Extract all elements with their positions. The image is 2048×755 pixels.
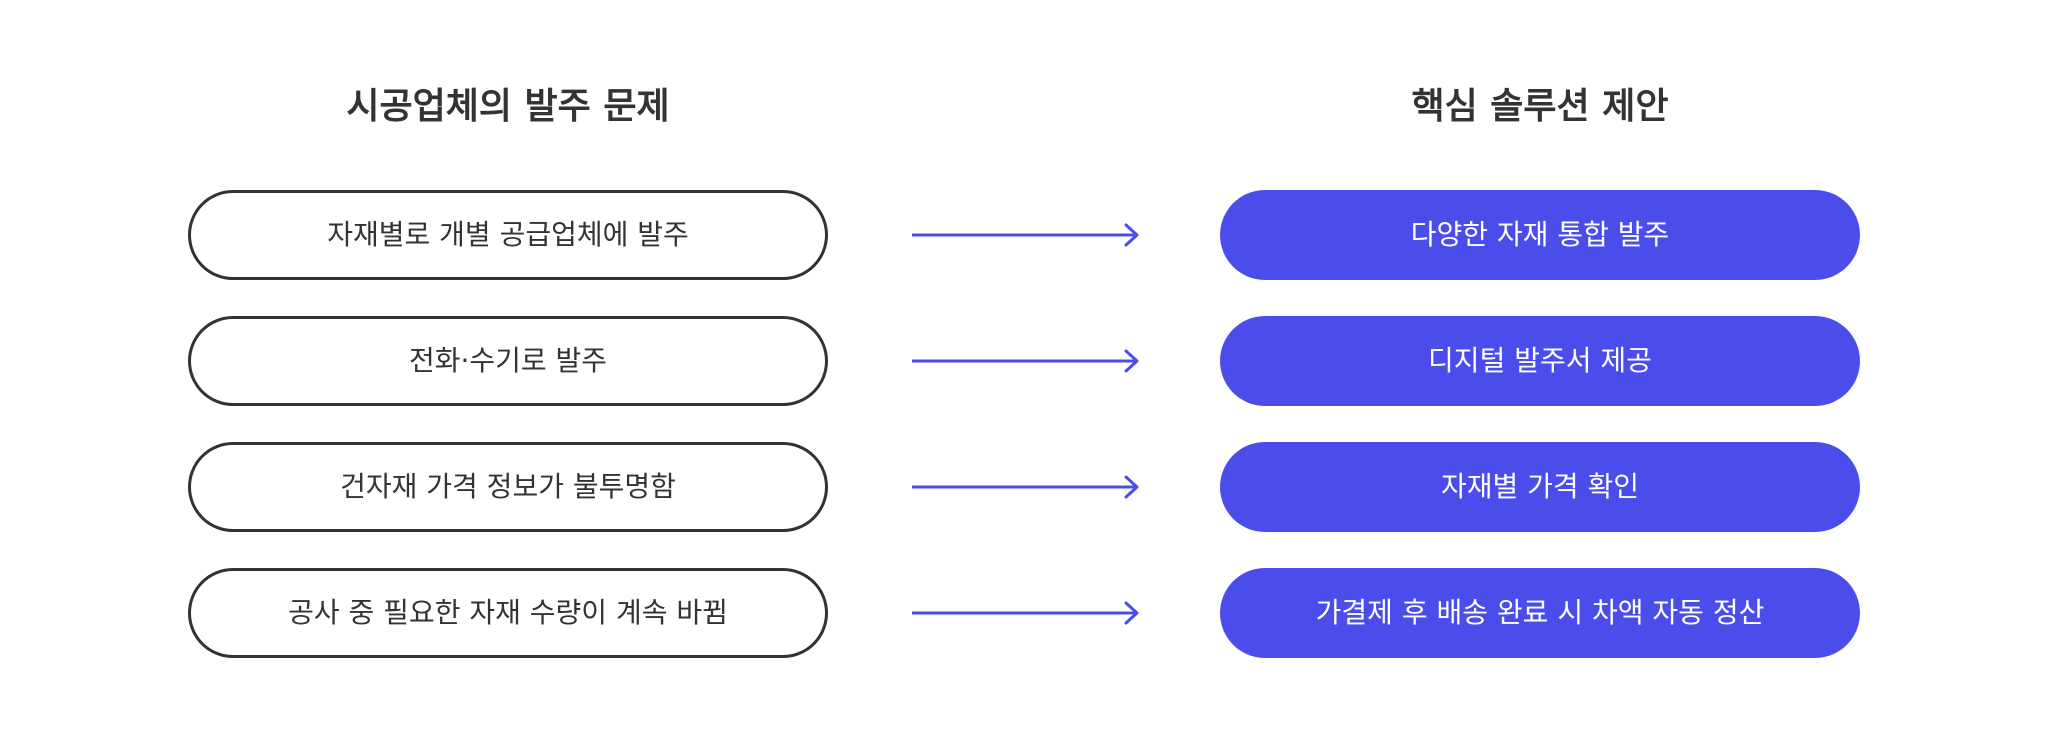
- problem-item: 자재별로 개별 공급업체에 발주: [188, 190, 828, 280]
- solution-item-label: 디지털 발주서 제공: [1428, 344, 1652, 377]
- arrow-right-icon: [912, 349, 1139, 373]
- arrow-right-icon: [912, 223, 1139, 247]
- problem-item-label: 건자재 가격 정보가 불투명함: [340, 470, 676, 503]
- solution-item-label: 다양한 자재 통합 발주: [1410, 218, 1670, 251]
- problem-item-label: 공사 중 필요한 자재 수량이 계속 바뀜: [288, 596, 728, 629]
- problem-item-label: 자재별로 개별 공급업체에 발주: [327, 218, 689, 251]
- solution-item: 다양한 자재 통합 발주: [1220, 190, 1860, 280]
- problem-column-title: 시공업체의 발주 문제: [346, 86, 670, 127]
- solution-item: 자재별 가격 확인: [1220, 442, 1860, 532]
- solution-item-label: 가결제 후 배송 완료 시 차액 자동 정산: [1315, 596, 1765, 629]
- solution-item-label: 자재별 가격 확인: [1440, 470, 1640, 503]
- solution-item: 디지털 발주서 제공: [1220, 316, 1860, 406]
- problem-item: 전화·수기로 발주: [188, 316, 828, 406]
- arrow-right-icon: [912, 475, 1139, 499]
- problem-item: 건자재 가격 정보가 불투명함: [188, 442, 828, 532]
- solution-column-title: 핵심 솔루션 제안: [1411, 86, 1669, 127]
- solution-item: 가결제 후 배송 완료 시 차액 자동 정산: [1220, 568, 1860, 658]
- problem-item: 공사 중 필요한 자재 수량이 계속 바뀜: [188, 568, 828, 658]
- problem-item-label: 전화·수기로 발주: [408, 344, 608, 377]
- arrow-right-icon: [912, 601, 1139, 625]
